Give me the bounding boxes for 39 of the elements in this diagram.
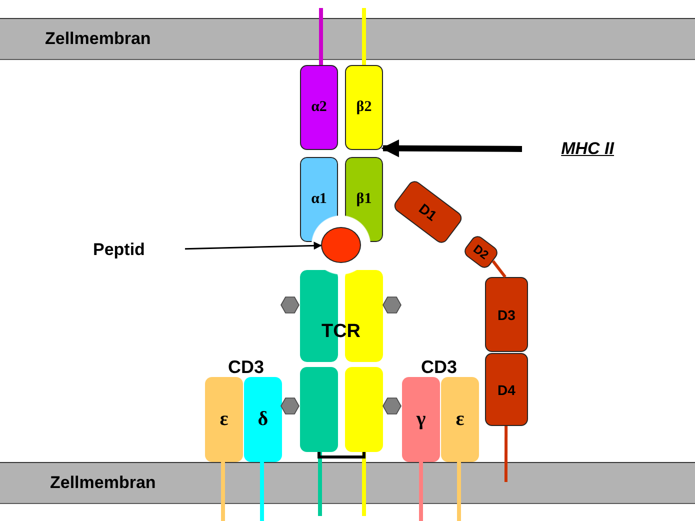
domain-label: D1 bbox=[416, 200, 440, 224]
domain-label: ε bbox=[456, 408, 464, 431]
connector-line bbox=[492, 260, 506, 278]
cd3-epsilon-domain bbox=[441, 377, 479, 462]
domain-label: D2 bbox=[470, 242, 492, 262]
cell-membrane-band bbox=[0, 462, 695, 504]
cd4-d4-domain bbox=[485, 353, 528, 426]
peptide-label: Peptid bbox=[93, 240, 145, 260]
arrow bbox=[184, 242, 322, 250]
arrow bbox=[381, 139, 522, 158]
cd3-delta-domain bbox=[244, 377, 282, 462]
domain-label: D4 bbox=[498, 382, 516, 398]
tcr-beta-lower-domain bbox=[345, 367, 383, 452]
membrane-label: Zellmembran bbox=[45, 29, 151, 49]
membrane-label: Zellmembran bbox=[50, 473, 156, 493]
cd4-d3-domain bbox=[485, 277, 528, 352]
cd3-epsilon-domain bbox=[205, 377, 243, 462]
domain-label: δ bbox=[258, 408, 268, 431]
beta1-domain bbox=[345, 157, 383, 242]
connector-line bbox=[504, 426, 508, 482]
tcr-alpha-lower-domain bbox=[300, 367, 338, 452]
domain-label: α2 bbox=[311, 99, 327, 116]
cell-membrane-band bbox=[0, 18, 695, 60]
domain-label: α1 bbox=[311, 191, 327, 208]
cd3-label: CD3 bbox=[228, 357, 264, 378]
domain-label: ε bbox=[220, 408, 228, 431]
mhc-label: MHC II bbox=[561, 139, 614, 159]
domain-label: γ bbox=[416, 408, 426, 431]
connector-line bbox=[318, 452, 366, 458]
cd3-gamma-domain bbox=[402, 377, 440, 462]
beta2-domain bbox=[345, 65, 383, 150]
domain-label: β2 bbox=[356, 99, 372, 116]
tcr-label: TCR bbox=[321, 321, 361, 343]
peptide-circle bbox=[321, 227, 361, 263]
alpha1-domain bbox=[300, 157, 338, 242]
cd3-label: CD3 bbox=[421, 357, 457, 378]
domain-label: D3 bbox=[498, 306, 516, 322]
domain-label: β1 bbox=[356, 191, 372, 208]
alpha2-domain bbox=[300, 65, 338, 150]
